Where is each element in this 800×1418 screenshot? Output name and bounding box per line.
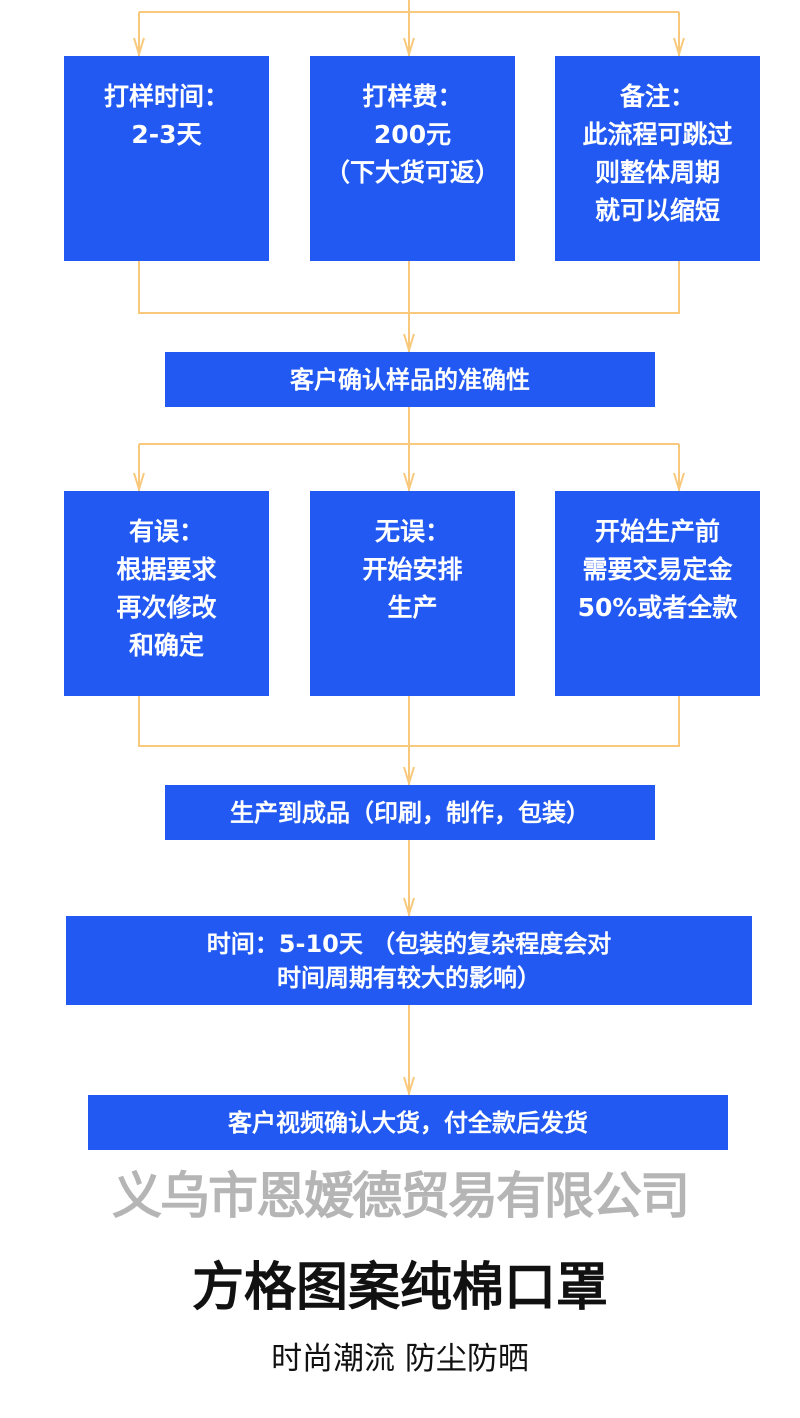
box-line: 打样费： [362,82,463,111]
box-line: 时间周期有较大的影响） [277,963,541,992]
sample-time-box: 打样时间： 2-3天 [64,56,269,261]
box-line: 开始生产前 [594,517,720,546]
error-box: 有误： 根据要求 再次修改 和确定 [64,491,269,696]
sample-fee-box: 打样费： 200元 （下大货可返） [310,56,515,261]
box-line: 生产到成品（印刷，制作，包装） [230,798,590,827]
product-title: 方格图案纯棉口罩 [191,1258,608,1318]
confirm-sample-box: 客户确认样品的准确性 [165,352,655,407]
video-confirm-box: 客户视频确认大货，付全款后发货 [88,1095,728,1150]
box-line: 50%或者全款 [577,593,738,622]
note-box: 备注： 此流程可跳过 则整体周期 就可以缩短 [555,56,760,261]
production-box: 生产到成品（印刷，制作，包装） [165,785,655,840]
box-line: 无误： [374,517,450,546]
box-line: 客户视频确认大货，付全款后发货 [228,1108,588,1137]
box-line: 则整体周期 [594,158,720,187]
box-line: 根据要求 [116,555,217,584]
box-line: 和确定 [128,631,204,660]
product-subtitle: 时尚潮流 防尘防晒 [271,1341,529,1377]
box-line: 需要交易定金 [582,555,733,584]
box-line: 200元 [373,120,452,149]
box-line: 时间：5-10天 （包装的复杂程度会对 [206,929,612,958]
box-line: 备注： [619,82,695,111]
box-line: （下大货可返） [324,158,500,187]
deposit-box: 开始生产前 需要交易定金 50%或者全款 [555,491,760,696]
production-time-box: 时间：5-10天 （包装的复杂程度会对 时间周期有较大的影响） [66,916,752,1005]
box-line: 开始安排 [362,555,463,584]
box-line: 再次修改 [116,593,217,622]
box-line: 打样时间： [103,82,229,111]
box-line: 此流程可跳过 [582,120,733,149]
box-line: 客户确认样品的准确性 [290,365,530,394]
no-error-box: 无误： 开始安排 生产 [310,491,515,696]
box-line: 生产 [387,593,438,622]
box-line: 有误： [128,517,204,546]
box-line: 2-3天 [131,120,202,149]
box-line: 就可以缩短 [594,196,720,225]
